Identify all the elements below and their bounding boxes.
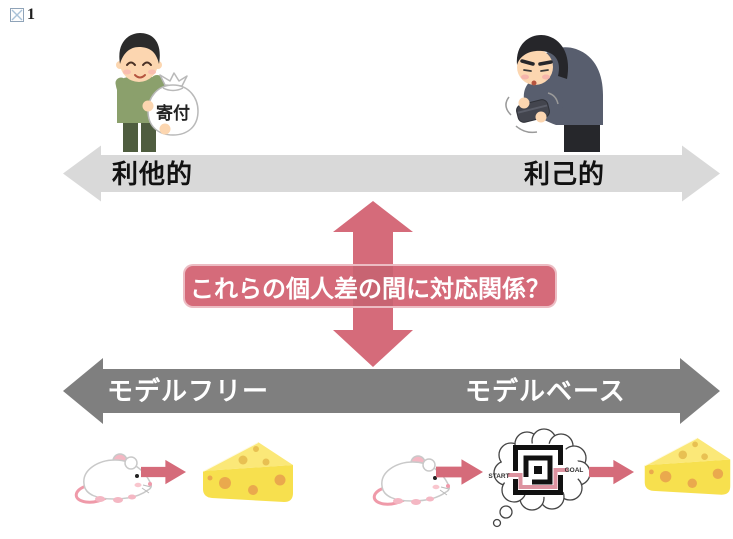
question-text: これらの個人差の間に対応関係？ [190, 275, 550, 303]
label-model-based: モデルベース [465, 376, 626, 406]
figure-label: 1 [10, 6, 35, 24]
donation-bag-icon: 寄付 [147, 72, 199, 136]
donation-bag-label: 寄付 [156, 103, 190, 123]
right-arrow-icon [141, 459, 186, 485]
mouse-icon [74, 453, 153, 504]
right-arrow-icon [436, 459, 483, 485]
thought-bubble-maze-icon: START GOAL [488, 428, 591, 528]
question-box: これらの個人差の間に対応関係？ [183, 264, 557, 308]
maze-start-label: START [488, 473, 509, 480]
cheese-icon [644, 436, 731, 495]
altruism-axis-arrow [63, 145, 720, 202]
label-altruistic: 利他的 [112, 159, 194, 189]
figure-number: 1 [27, 6, 35, 23]
altruistic-person-illustration: 寄付 [115, 33, 199, 152]
right-arrow-icon [589, 459, 634, 485]
label-model-free: モデルフリー [107, 376, 270, 406]
selfish-person-illustration [505, 34, 603, 152]
label-selfish: 利己的 [524, 159, 606, 189]
maze-goal-label: GOAL [565, 467, 584, 474]
strategy-axis-arrow [63, 358, 720, 424]
maze-icon [508, 445, 568, 495]
broken-image-icon [10, 8, 24, 22]
mouse-icon [372, 455, 451, 506]
cheese-icon [202, 441, 293, 502]
